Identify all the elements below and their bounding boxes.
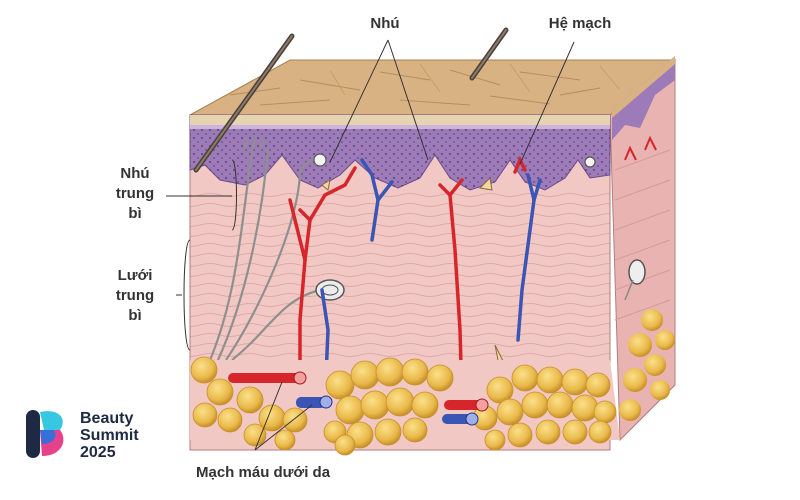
logo-line: 2025 (80, 444, 116, 461)
label-line: trung (115, 185, 155, 202)
label-he-mach: Hệ mạch (548, 15, 612, 32)
label-line: bì (128, 205, 142, 222)
label-line: Lưới (117, 267, 153, 284)
epidermis-layer (189, 114, 611, 191)
leader-lines (166, 39, 575, 451)
skin-side-face (609, 56, 676, 442)
side-fat-lobules (619, 309, 675, 421)
logo-line: Beauty (80, 410, 134, 427)
label-nhu: Nhú (370, 15, 400, 32)
logo-mark-icon (26, 410, 64, 458)
label-luoi-trung-bi: Lưới trung bì (100, 266, 170, 326)
beauty-summit-logo: Beauty Summit 2025 (24, 404, 184, 464)
label-line: trung (115, 287, 155, 304)
label-line: Nhú (120, 165, 150, 182)
logo-line: Summit (80, 427, 139, 444)
label-line: bì (128, 307, 142, 324)
hair-shafts (193, 27, 509, 173)
logo-wordmark: Beauty Summit 2025 (80, 410, 139, 461)
subcutaneous-vessels (228, 371, 489, 426)
skin-surface-top (189, 59, 677, 116)
label-nhu-trung-bi: Nhú trung bì (100, 164, 170, 224)
label-mach-mau-duoi-da: Mạch máu dưới da (196, 464, 331, 481)
